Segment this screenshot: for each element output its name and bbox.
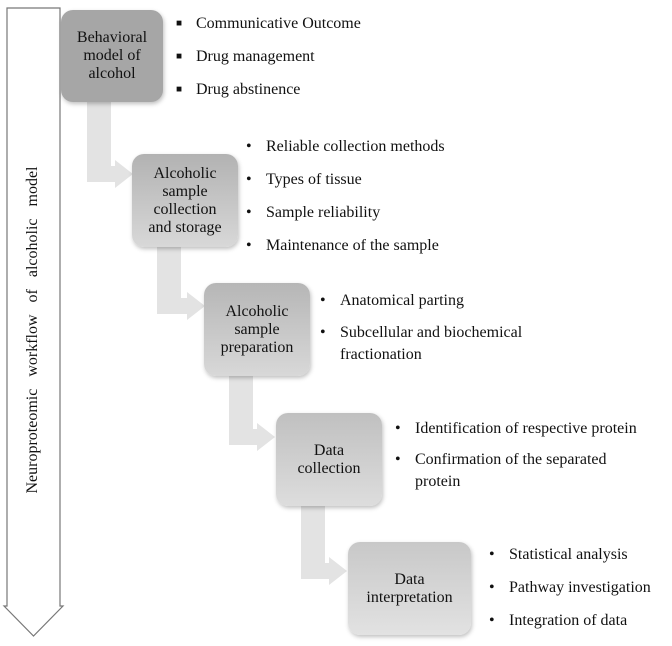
dot-bullet-icon: • xyxy=(395,451,401,468)
bullet-item: •Maintenance of the sample xyxy=(246,235,486,257)
stage-label-line: preparation xyxy=(220,338,294,356)
stage-data-collection: Data collection xyxy=(276,413,382,506)
stage-label-line: Alcoholic xyxy=(225,302,289,320)
stage-label-line: interpretation xyxy=(366,588,453,606)
square-bullet-icon: ■ xyxy=(176,84,183,95)
stage-label-line: Alcoholic xyxy=(153,164,217,182)
stage-label-line: Behavioral xyxy=(76,29,148,46)
dot-bullet-icon: • xyxy=(246,138,252,155)
dot-bullet-icon: • xyxy=(489,546,495,563)
stage-label-line: model of xyxy=(83,47,141,64)
dot-bullet-icon: • xyxy=(320,324,326,341)
bullet-item: •Subcellular and biochemical fractionati… xyxy=(320,324,523,363)
bullet-item: •Identification of respective protein xyxy=(395,418,640,440)
dot-bullet-icon: • xyxy=(489,612,495,629)
dot-bullet-icon: • xyxy=(395,420,401,437)
connector-3-4 xyxy=(229,376,275,451)
stage-label-line: collection xyxy=(297,459,361,477)
dot-bullet-icon: • xyxy=(246,237,252,254)
stage-behavioral-model: Behavioral model of alcohol xyxy=(61,10,163,102)
bullet-item: ■Drug abstinence xyxy=(176,79,406,101)
bullet-item: •Anatomical parting xyxy=(320,290,560,312)
workflow-down-arrow xyxy=(2,7,65,637)
stage-label-line: sample xyxy=(162,182,208,200)
stage-label-line: Data xyxy=(394,570,425,588)
stage-label-line: and storage xyxy=(148,218,222,236)
stage-sample-preparation: Alcoholic sample preparation xyxy=(204,283,310,376)
bullet-item: •Sample reliability xyxy=(246,202,486,224)
connector-2-3 xyxy=(157,247,205,320)
bullets-data-interpretation: •Statistical analysis •Pathway investiga… xyxy=(489,544,669,632)
bullet-item: •Confirmation of the separated protein xyxy=(395,451,607,490)
stage-label-line: Data xyxy=(313,441,345,459)
bullet-item: •Statistical analysis xyxy=(489,544,669,566)
stage-label-line: collection xyxy=(153,200,217,218)
dot-bullet-icon: • xyxy=(246,204,252,221)
bullet-item: •Pathway investigation xyxy=(489,577,669,599)
bullet-item: •Integration of data xyxy=(489,610,669,632)
dot-bullet-icon: • xyxy=(489,579,495,596)
bullet-item: •Reliable collection methods xyxy=(246,136,486,158)
bullet-item: ■Drug management xyxy=(176,46,406,68)
connector-1-2 xyxy=(87,102,133,188)
bullets-sample-collection: •Reliable collection methods •Types of t… xyxy=(246,136,486,257)
stage-sample-collection: Alcoholic sample collection and storage xyxy=(132,154,238,247)
square-bullet-icon: ■ xyxy=(176,51,183,62)
bullets-data-collection: •Identification of respective protein •C… xyxy=(395,418,640,493)
dot-bullet-icon: • xyxy=(246,171,252,188)
dot-bullet-icon: • xyxy=(320,292,326,309)
workflow-side-label: Neuroproteomic workflow of alcoholic mod… xyxy=(24,166,41,494)
stage-label-line: sample xyxy=(234,320,280,338)
bullets-behavioral-model: ■Communicative Outcome ■Drug management … xyxy=(176,13,406,101)
connector-4-5 xyxy=(301,506,347,585)
stage-data-interpretation: Data interpretation xyxy=(348,542,471,635)
bullet-item: •Types of tissue xyxy=(246,169,486,191)
bullet-item: ■Communicative Outcome xyxy=(176,13,406,35)
stage-label-line: alcohol xyxy=(88,65,136,82)
bullets-sample-preparation: •Anatomical parting •Subcellular and bio… xyxy=(320,290,560,366)
square-bullet-icon: ■ xyxy=(176,18,183,29)
